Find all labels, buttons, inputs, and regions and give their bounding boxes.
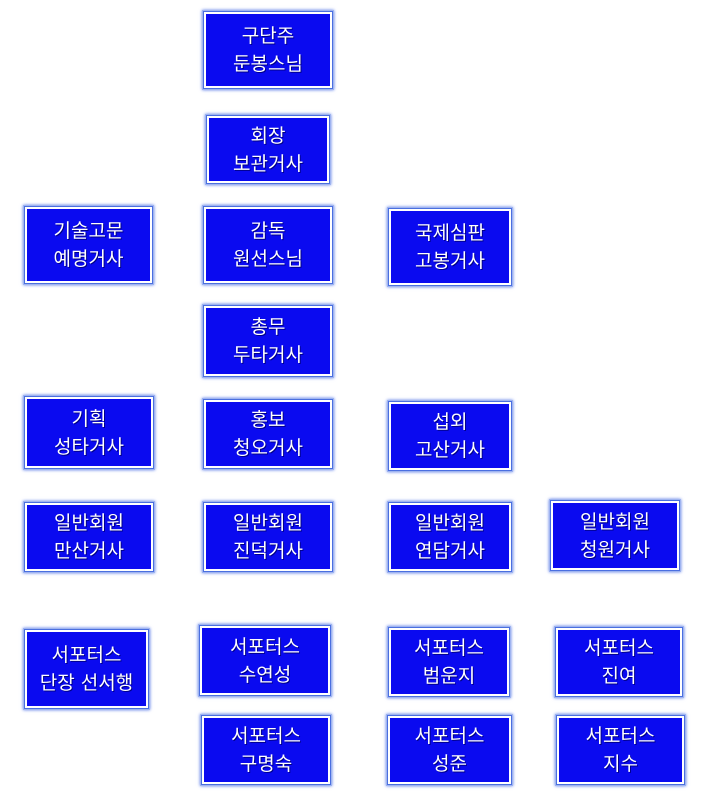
box-person: 두타거사	[233, 344, 303, 366]
box-title: 서포터스	[231, 725, 301, 747]
box-title: 서포터스	[51, 644, 122, 666]
box-person: 둔봉스님	[233, 53, 303, 75]
box-person: 진여	[601, 665, 637, 687]
box-title: 섭외	[432, 411, 468, 433]
box-supporter-jisu: 서포터스 지수	[556, 715, 685, 785]
box-member-yeondam: 일반회원 연담거사	[388, 502, 512, 572]
box-person: 청원거사	[580, 538, 650, 561]
box-person: 예명거사	[53, 248, 124, 270]
box-title: 서포터스	[414, 725, 485, 747]
box-title: 기획	[71, 407, 107, 430]
box-director: 감독 원선스님	[203, 206, 333, 284]
box-person: 청오거사	[233, 437, 303, 459]
box-person: 수연성	[238, 663, 292, 686]
box-supporter-leader: 서포터스 단장 선서행	[24, 629, 149, 709]
box-external-affairs: 섭외 고산거사	[388, 401, 512, 471]
box-title: 서포터스	[585, 725, 656, 747]
box-title: 일반회원	[580, 510, 650, 533]
box-person: 연담거사	[415, 540, 485, 562]
box-person: 진덕거사	[233, 540, 303, 562]
box-title: 국제심판	[415, 222, 485, 244]
box-supporter-beomunji: 서포터스 범운지	[388, 627, 510, 697]
box-tech-advisor: 기술고문 예명거사	[24, 206, 153, 284]
box-title: 회장	[250, 124, 286, 147]
box-member-mansan: 일반회원 만산거사	[24, 502, 154, 572]
box-person: 보관거사	[233, 152, 303, 175]
box-person: 지수	[603, 753, 638, 775]
box-title: 서포터스	[584, 637, 654, 659]
box-title: 서포터스	[230, 635, 300, 658]
box-title: 기술고문	[53, 220, 124, 242]
box-general-affairs: 총무 두타거사	[203, 305, 333, 377]
box-title: 구단주	[241, 25, 295, 47]
box-person: 고봉거사	[415, 250, 485, 272]
box-title: 일반회원	[415, 512, 485, 534]
box-member-jeongwon: 일반회원 청원거사	[550, 500, 680, 571]
box-title: 감독	[250, 220, 286, 242]
box-title: 총무	[250, 316, 286, 338]
box-president: 회장 보관거사	[206, 115, 330, 184]
box-title: 홍보	[250, 409, 286, 431]
box-abbot: 구단주 둔봉스님	[203, 11, 333, 89]
box-person: 구명숙	[239, 753, 293, 775]
box-supporter-jinyeo: 서포터스 진여	[555, 627, 683, 697]
box-person: 범운지	[422, 665, 476, 687]
box-title: 일반회원	[233, 512, 303, 534]
box-person: 단장 선서행	[39, 672, 134, 694]
box-publicity: 홍보 청오거사	[203, 399, 333, 469]
box-supporter-suyeonseong: 서포터스 수연성	[199, 625, 331, 696]
box-person: 고산거사	[415, 439, 485, 461]
box-title: 서포터스	[414, 637, 484, 659]
box-member-jindeok: 일반회원 진덕거사	[203, 502, 333, 572]
box-supporter-seongjun: 서포터스 성준	[387, 715, 512, 785]
box-person: 만산거사	[54, 540, 124, 562]
box-person: 성타거사	[54, 435, 124, 458]
box-planning: 기획 성타거사	[24, 396, 154, 469]
box-supporter-gumyeongsuk: 서포터스 구명숙	[201, 715, 331, 785]
box-title: 일반회원	[54, 512, 124, 534]
box-intl-referee: 국제심판 고봉거사	[388, 208, 512, 286]
box-person: 원선스님	[233, 248, 303, 270]
box-person: 성준	[432, 753, 467, 775]
